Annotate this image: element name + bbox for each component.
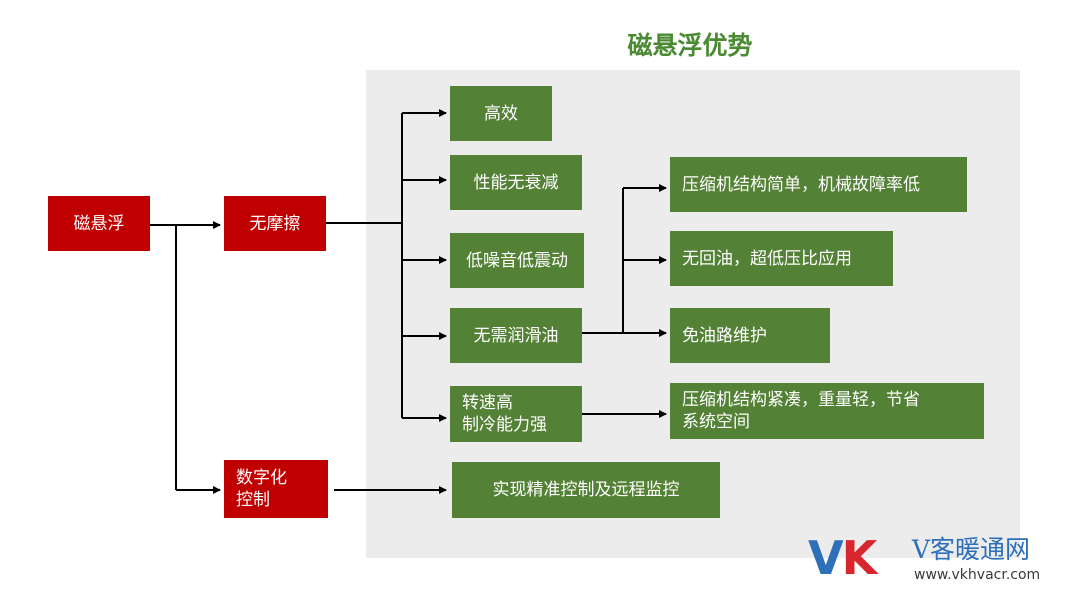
page-title: 磁悬浮优势: [627, 31, 753, 60]
node-precise-control: 实现精准控制及远程监控: [452, 462, 720, 518]
node-maglev: 磁悬浮: [48, 196, 150, 251]
vk-logo-url: www.vkhvacr.com: [914, 567, 1041, 583]
node-low-noise: 低噪音低震动: [450, 233, 584, 288]
vk-logo-mark: VK: [808, 531, 877, 585]
node-no-oil-return: 无回油，超低压比应用: [670, 231, 893, 286]
vk-logo: VK V客暖通网 www.vkhvacr.com: [808, 532, 1070, 588]
node-no-oil-maintenance: 免油路维护: [670, 308, 830, 363]
node-no-lubricant: 无需润滑油: [450, 308, 582, 363]
node-no-decay: 性能无衰减: [450, 155, 582, 210]
node-high-speed: 转速高 制冷能力强: [450, 386, 582, 442]
node-compact-structure: 压缩机结构紧凑，重量轻，节省 系统空间: [670, 383, 984, 439]
node-digital-control: 数字化 控制: [224, 460, 328, 518]
node-efficient: 高效: [450, 86, 552, 141]
node-simple-structure: 压缩机结构简单，机械故障率低: [670, 157, 967, 212]
node-frictionless: 无摩擦: [224, 196, 326, 251]
vk-logo-name: V客暖通网: [912, 535, 1031, 564]
